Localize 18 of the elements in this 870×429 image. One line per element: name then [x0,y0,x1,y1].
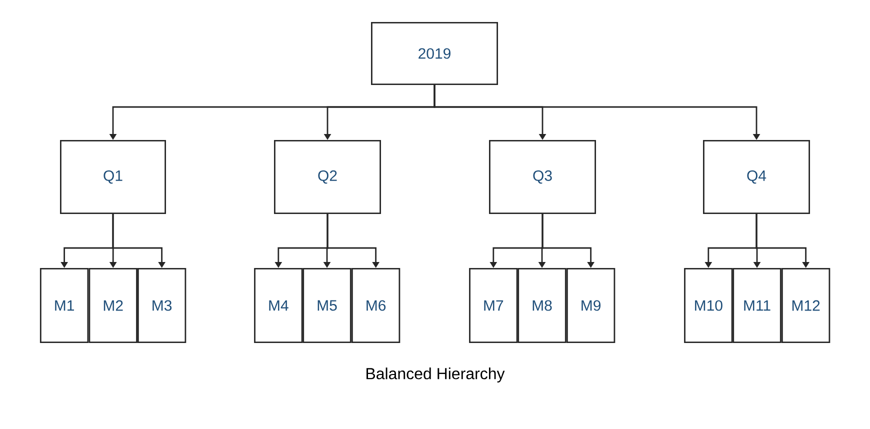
year-box: 2019 [371,22,498,85]
month-box: M1 [40,268,89,343]
month-box: M11 [732,268,782,343]
quarter-box: Q3 [489,140,596,214]
quarter-box: Q1 [60,140,166,214]
month-box: M12 [781,268,830,343]
month-box: M3 [137,268,186,343]
month-box: M5 [302,268,352,343]
month-box: M2 [88,268,138,343]
caption: Balanced Hierarchy [366,368,505,382]
month-box: M4 [254,268,303,343]
month-box: M9 [566,268,616,343]
month-box: M7 [469,268,518,343]
month-box: M10 [684,268,733,343]
month-box: M6 [351,268,400,343]
quarter-box: Q2 [274,140,381,214]
quarter-box: Q4 [703,140,810,214]
month-box: M8 [518,268,566,343]
